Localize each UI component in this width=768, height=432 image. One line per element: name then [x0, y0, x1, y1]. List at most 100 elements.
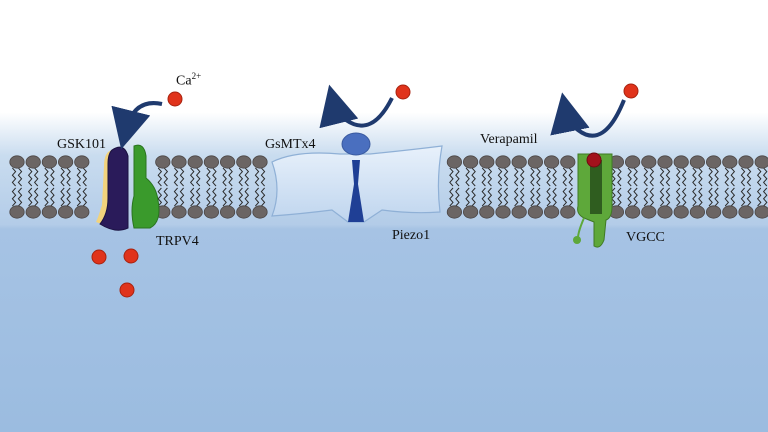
lipid-tail — [617, 167, 622, 187]
lipid-bilayer — [9, 155, 768, 219]
lipid-tail — [617, 187, 622, 207]
lipid-head — [689, 205, 706, 219]
lipid-head — [543, 155, 560, 169]
verapamil-label: Verapamil — [480, 132, 538, 147]
lipid-head — [705, 155, 722, 169]
lipid-tail — [212, 187, 217, 207]
lipid-tail — [692, 187, 697, 207]
lipid-head — [673, 155, 689, 169]
lipid-tail — [698, 187, 703, 207]
lipid-tail — [698, 167, 703, 187]
lipid-head — [527, 205, 544, 219]
calcium-ion-outside-vgcc — [623, 83, 639, 99]
lipid-tail — [17, 167, 23, 187]
lipid-head — [25, 205, 41, 219]
lipid-head — [624, 155, 641, 169]
lipid-tail — [44, 187, 49, 207]
lipid-tail — [173, 187, 179, 207]
lipid-head — [203, 205, 219, 219]
piezo1-channel — [271, 132, 443, 223]
lipid-tail — [552, 167, 557, 187]
calcium-symbol: Ca — [176, 73, 192, 89]
calcium-entry-arrow — [111, 101, 163, 150]
lipid-tail — [212, 167, 217, 187]
lipid-head — [673, 205, 689, 219]
lipid-head — [462, 205, 479, 219]
lipid-head — [171, 155, 187, 169]
lipid-tail — [487, 167, 493, 187]
lipid-tail — [82, 187, 88, 207]
lipid-tail — [163, 167, 169, 187]
lipid-head — [9, 155, 25, 169]
lipid-tail — [568, 187, 574, 207]
trpv4-green-subunit — [131, 144, 160, 229]
lipid-tail — [17, 187, 23, 207]
lipid-head — [74, 155, 90, 169]
lipid-head — [722, 205, 738, 219]
lipid-tail — [206, 187, 211, 207]
lipid-tail — [11, 167, 17, 187]
lipid-tail — [536, 187, 541, 207]
lipid-tail — [659, 167, 665, 187]
lipid-head — [722, 155, 738, 169]
lipid-tail — [465, 187, 470, 207]
lipid-tail — [708, 167, 713, 187]
lipid-tail — [50, 187, 55, 207]
vgcc-channel — [573, 152, 613, 248]
lipid-tail — [762, 187, 768, 207]
lipid-tail — [27, 187, 33, 207]
lipid-head — [171, 205, 187, 219]
lipid-tail — [562, 167, 568, 187]
lipid-tail — [681, 187, 687, 207]
lipid-tail — [649, 167, 655, 187]
lipid-head — [57, 155, 74, 169]
lipid-tail — [714, 187, 719, 207]
lipid-tail — [740, 187, 746, 207]
lipid-tail — [627, 187, 632, 207]
lipid-head — [220, 205, 236, 219]
lipid-tail — [254, 187, 260, 207]
lipid-head — [527, 155, 544, 169]
calcium-ion-inside-2 — [123, 248, 139, 264]
lipid-tail — [66, 187, 71, 207]
lipid-head — [641, 205, 657, 219]
lipid-tail — [449, 167, 454, 187]
calcium-label: Ca2+ — [176, 68, 201, 90]
lipid-head — [479, 205, 495, 219]
lipid-head — [495, 155, 511, 169]
piezo1-label: Piezo1 — [392, 228, 431, 243]
lipid-head — [187, 205, 203, 219]
lipid-tail — [189, 187, 195, 207]
lipid-tail — [471, 187, 476, 207]
lipid-head — [705, 205, 722, 219]
vgcc-label: VGCC — [626, 230, 665, 245]
lipid-tail — [189, 167, 195, 187]
lipid-tail — [481, 167, 487, 187]
lipid-head — [495, 205, 511, 219]
lipid-head — [446, 155, 462, 169]
gsmtx4-label: GsMTx4 — [265, 137, 316, 152]
piezo1-pore — [348, 160, 364, 222]
lipid-tail — [730, 167, 736, 187]
lipid-tail — [60, 187, 65, 207]
lipid-tail — [455, 167, 460, 187]
lipid-tail — [50, 167, 55, 187]
lipid-head — [252, 155, 268, 169]
lipid-tail — [546, 167, 551, 187]
lipid-tail — [519, 167, 525, 187]
lipid-head — [657, 155, 673, 169]
lipid-tail — [627, 167, 632, 187]
lipid-tail — [481, 187, 487, 207]
lipid-head — [624, 205, 641, 219]
lipid-head — [41, 155, 58, 169]
lipid-head — [560, 155, 576, 169]
lipid-tail — [562, 187, 568, 207]
calcium-ion-outside-trpv4 — [167, 91, 183, 107]
verapamil-blocker — [586, 152, 602, 168]
vgcc-blocked-arrow — [550, 92, 626, 138]
lipid-tail — [27, 167, 33, 187]
lipid-tail — [238, 187, 244, 207]
lipid-head — [446, 205, 462, 219]
gsmtx4-blob — [341, 132, 371, 156]
